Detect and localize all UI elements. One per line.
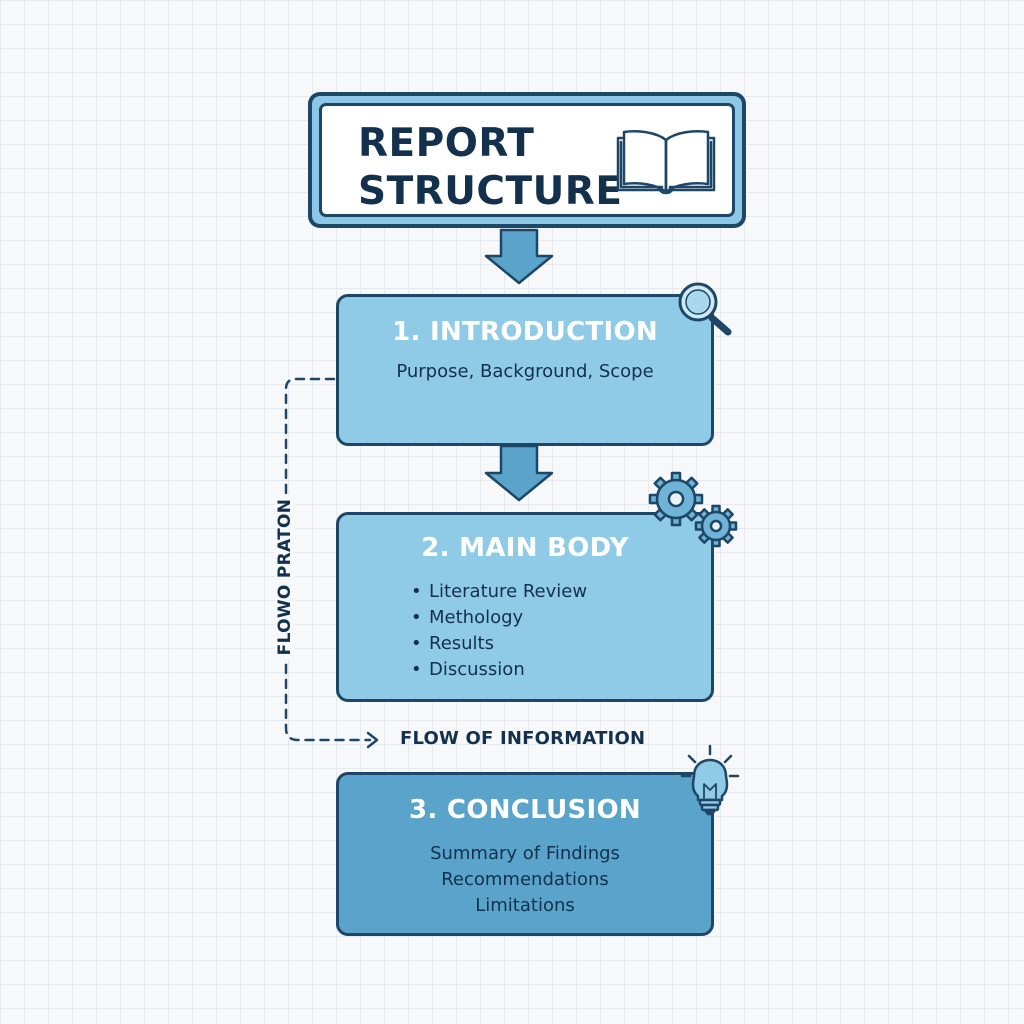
- main-body-title: 2. MAIN BODY: [421, 533, 629, 563]
- list-item: Recommendations: [441, 869, 609, 890]
- down-arrow: [484, 444, 554, 502]
- introduction-subtitle: Purpose, Background, Scope: [396, 361, 654, 382]
- introduction-box: 1. INTRODUCTION Purpose, Background, Sco…: [336, 294, 714, 446]
- diagram-title: REPORT STRUCTURE: [358, 121, 623, 214]
- list-item: Methology: [411, 605, 587, 631]
- list-item: Summary of Findings: [430, 843, 620, 864]
- down-arrow: [484, 228, 554, 285]
- arrowhead-right: [366, 731, 379, 749]
- flow-of-information-label: FLOW OF INFORMATION: [400, 728, 646, 749]
- title-box: REPORT STRUCTURE: [308, 92, 746, 228]
- list-item: Results: [411, 631, 587, 657]
- list-item: Limitations: [475, 895, 575, 916]
- introduction-title: 1. INTRODUCTION: [392, 317, 658, 347]
- conclusion-box: 3. CONCLUSION Summary of Findings Recomm…: [336, 772, 714, 936]
- title-inner-panel: REPORT STRUCTURE: [319, 103, 735, 217]
- list-item: Discussion: [411, 657, 587, 683]
- conclusion-title: 3. CONCLUSION: [409, 795, 641, 825]
- list-item: Literature Review: [411, 579, 587, 605]
- main-body-box: 2. MAIN BODY Literature Review Methology…: [336, 512, 714, 702]
- vertical-flow-label: FLOWO PRATON: [275, 494, 295, 660]
- open-book-icon: [616, 130, 716, 195]
- conclusion-list: Summary of Findings Recommendations Limi…: [339, 841, 711, 919]
- main-body-list: Literature Review Methology Results Disc…: [411, 579, 587, 683]
